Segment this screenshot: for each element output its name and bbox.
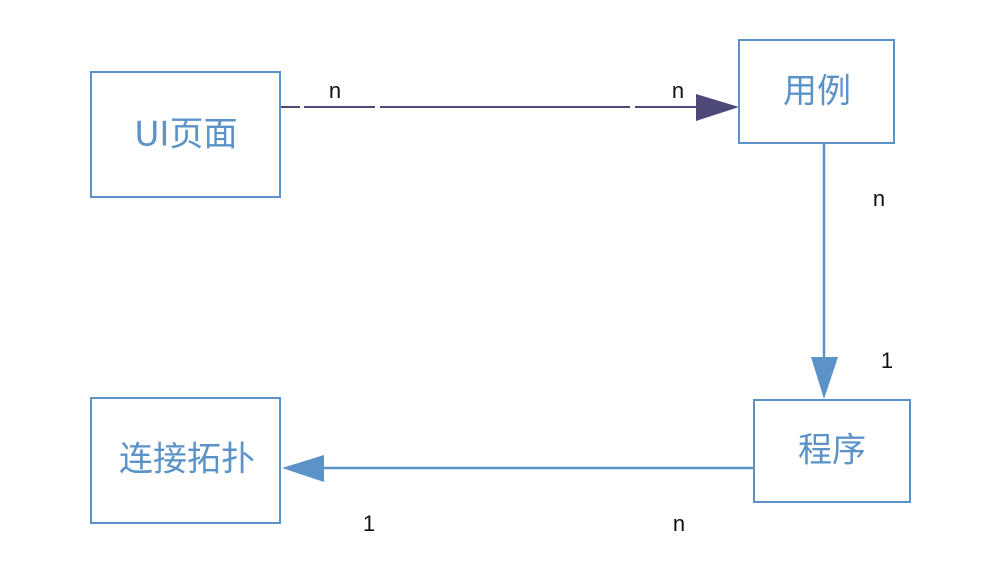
cardinality-label: n xyxy=(672,78,684,103)
cardinality-label: n xyxy=(673,511,685,536)
node-ui-page: UI页面 xyxy=(90,71,281,198)
node-program: 程序 xyxy=(753,399,911,503)
cardinality-label: n xyxy=(329,78,341,103)
node-use-case-label: 用例 xyxy=(783,72,851,112)
arrowhead-down-icon xyxy=(811,357,838,399)
node-use-case-box xyxy=(738,39,895,144)
node-topology: 连接拓扑 xyxy=(90,397,281,524)
edge-ui-to-usecase xyxy=(281,94,739,121)
node-topology-label: 连接拓扑 xyxy=(119,440,255,480)
node-program-label: 程序 xyxy=(798,431,866,471)
node-program-box xyxy=(753,399,911,503)
node-ui-page-box xyxy=(90,71,281,198)
arrowhead-dark-icon xyxy=(696,94,739,121)
arrowhead-left-icon xyxy=(282,455,324,482)
edge-usecase-to-program xyxy=(811,144,838,399)
edge-program-to-topology xyxy=(282,455,754,482)
node-use-case: 用例 xyxy=(738,39,895,144)
cardinality-label: 1 xyxy=(363,511,375,536)
cardinality-label: n xyxy=(873,186,885,211)
node-topology-box xyxy=(90,397,281,524)
node-ui-page-label: UI页面 xyxy=(135,115,238,155)
cardinality-label: 1 xyxy=(881,348,893,373)
